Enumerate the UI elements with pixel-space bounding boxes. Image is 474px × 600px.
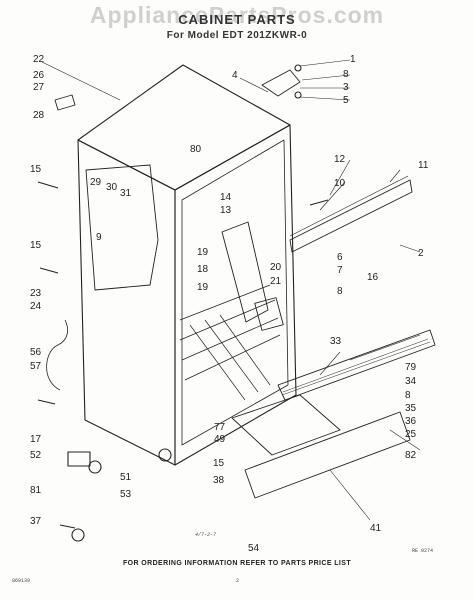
callout-56: 56 — [30, 347, 42, 358]
callout-15c: 15 — [213, 458, 225, 469]
callout-10: 10 — [334, 178, 346, 189]
callout-27: 27 — [33, 82, 45, 93]
callout-41: 41 — [370, 523, 382, 534]
document-code: 869139 — [12, 578, 31, 584]
callout-12: 12 — [334, 154, 346, 165]
callout-29: 29 — [90, 177, 102, 188]
callout-36: 36 — [405, 416, 417, 427]
callout-16: 16 — [367, 272, 379, 283]
callout-14: 14 — [220, 192, 232, 203]
callout-80: 80 — [190, 144, 202, 155]
callout-33: 33 — [330, 336, 342, 347]
callout-7: 7 — [337, 265, 343, 276]
callout-77: 77 — [214, 422, 226, 433]
page-title: CABINET PARTS — [178, 12, 296, 27]
callout-2: 2 — [418, 248, 424, 259]
callout-54: 54 — [248, 543, 260, 554]
callout-53: 53 — [120, 489, 132, 500]
callout-22: 22 — [33, 54, 45, 65]
callout-15b: 15 — [30, 240, 42, 251]
callout-23: 23 — [30, 288, 42, 299]
callout-13: 13 — [220, 205, 232, 216]
callout-51: 51 — [120, 472, 132, 483]
callout-24: 24 — [30, 301, 42, 312]
callout-52: 52 — [30, 450, 42, 461]
figure-code: RE 0274 — [412, 548, 434, 554]
model-subtitle: For Model EDT 201ZKWR-0 — [166, 30, 308, 41]
callout-79: 79 — [405, 362, 417, 373]
callout-5: 5 — [343, 95, 349, 106]
callout-9: 9 — [96, 232, 102, 243]
callout-3: 3 — [343, 82, 349, 93]
handwritten-note: 4/7-2-7 — [195, 532, 217, 538]
callout-19b: 19 — [197, 282, 209, 293]
callout-82: 82 — [405, 450, 417, 461]
callout-25: 25 — [405, 429, 417, 440]
callout-15: 15 — [30, 164, 42, 175]
callout-18: 18 — [197, 264, 209, 275]
callout-28: 28 — [33, 110, 45, 121]
cabinet-side-panel — [174, 124, 297, 466]
callout-1: 1 — [350, 54, 356, 65]
callout-4: 4 — [232, 70, 238, 81]
callout-8b: 8 — [337, 286, 343, 297]
callout-19: 19 — [197, 247, 209, 258]
watermark: AppliancePartsPros.com — [89, 2, 385, 28]
callout-8: 8 — [343, 69, 349, 80]
cabinet-top-panel — [77, 64, 291, 191]
callout-30: 30 — [106, 182, 118, 193]
ordering-information-note: FOR ORDERING INFORMATION REFER TO PARTS … — [122, 560, 352, 567]
callout-6: 6 — [337, 252, 343, 263]
callout-49: 49 — [214, 434, 226, 445]
callout-20: 20 — [270, 262, 282, 273]
callout-21: 21 — [270, 276, 282, 287]
callout-34: 34 — [405, 376, 417, 387]
callout-8c: 8 — [405, 390, 411, 401]
callout-17: 17 — [30, 434, 42, 445]
callout-numbers: 1 8 3 5 4 22 26 27 28 80 12 11 15 29 30 … — [30, 54, 429, 554]
callout-57: 57 — [30, 361, 42, 372]
callout-35: 35 — [405, 403, 417, 414]
callout-81: 81 — [30, 485, 42, 496]
callout-31: 31 — [120, 188, 132, 199]
callout-37: 37 — [30, 516, 42, 527]
page-number: 2 — [236, 578, 240, 584]
callout-38: 38 — [213, 475, 225, 486]
callout-11: 11 — [418, 160, 429, 171]
callout-26: 26 — [33, 70, 45, 81]
